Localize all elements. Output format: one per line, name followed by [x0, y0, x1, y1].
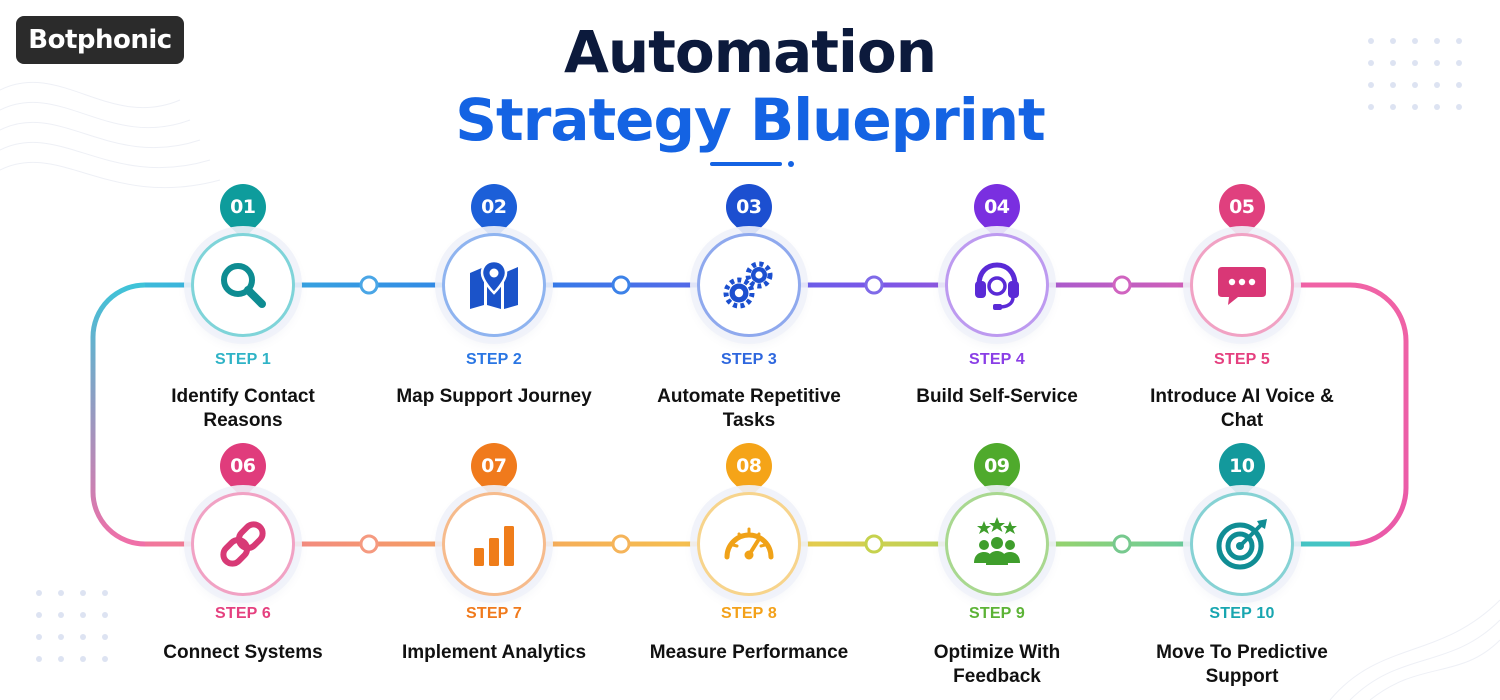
page-title-line-1: Automation — [563, 18, 937, 86]
step-2-label: STEP 2 — [465, 351, 523, 368]
gears-icon — [723, 261, 773, 309]
step-5-number: 05 — [1229, 196, 1255, 219]
magnifier-icon — [221, 263, 266, 308]
title-underline — [710, 162, 782, 166]
title-underline-dot — [788, 161, 794, 167]
step-8-icon-circle[interactable] — [697, 492, 801, 596]
step-4-number: 04 — [984, 196, 1010, 219]
step-1-label: STEP 1 — [214, 351, 272, 368]
step-10-title: Move To Predictive Support — [1156, 642, 1328, 687]
step-3-number: 03 — [736, 196, 762, 219]
step-5-title: Introduce AI Voice & Chat — [1150, 386, 1334, 431]
step-4-label: STEP 4 — [968, 351, 1026, 368]
step-7-icon-circle[interactable] — [442, 492, 546, 596]
step-9-number: 09 — [984, 455, 1010, 478]
step-4-icon-circle[interactable] — [945, 233, 1049, 337]
step-8-label: STEP 8 — [720, 605, 778, 622]
step-5-label: STEP 5 — [1213, 351, 1271, 368]
step-6-label: STEP 6 — [214, 605, 272, 622]
step-7-number: 07 — [481, 455, 507, 478]
step-9-label: STEP 9 — [968, 605, 1026, 622]
step-2-title: Map Support Journey — [396, 386, 592, 407]
step-5-icon-circle[interactable] — [1190, 233, 1294, 337]
step-9-icon-circle[interactable] — [945, 492, 1049, 596]
team-stars-icon — [974, 517, 1020, 565]
chat-bubble-icon — [1218, 267, 1266, 305]
step-9-title: Optimize With Feedback — [933, 642, 1061, 687]
step-1-icon-circle[interactable] — [191, 233, 295, 337]
step-2-number: 02 — [481, 196, 507, 219]
target-icon — [1216, 519, 1267, 570]
step-3-icon-circle[interactable] — [697, 233, 801, 337]
headset-icon — [975, 262, 1019, 310]
page-title-line-2: Strategy Blueprint — [455, 86, 1046, 154]
step-1-number: 01 — [230, 196, 256, 219]
step-4-title: Build Self-Service — [916, 386, 1078, 407]
step-7-label: STEP 7 — [465, 605, 523, 622]
brand-logo[interactable]: Botphonic — [16, 16, 184, 64]
step-6-number: 06 — [230, 455, 256, 478]
step-10-label: STEP 10 — [1209, 605, 1275, 622]
step-3-label: STEP 3 — [720, 351, 778, 368]
step-3-title: Automate Repetitive Tasks — [657, 386, 841, 431]
bar-chart-icon — [474, 526, 514, 566]
step-8-title: Measure Performance — [649, 642, 849, 663]
step-2-icon-circle[interactable] — [442, 233, 546, 337]
step-8-number: 08 — [736, 455, 762, 478]
step-10-icon-circle[interactable] — [1190, 492, 1294, 596]
step-6-title: Connect Systems — [163, 642, 323, 663]
speedometer-icon — [724, 527, 774, 560]
step-6-icon-circle[interactable] — [191, 492, 295, 596]
step-7-title: Implement Analytics — [401, 642, 587, 663]
step-1-title: Identify Contact Reasons — [171, 386, 315, 431]
step-10-number: 10 — [1229, 455, 1255, 478]
map-pin-icon — [470, 259, 518, 309]
link-icon — [220, 521, 266, 567]
